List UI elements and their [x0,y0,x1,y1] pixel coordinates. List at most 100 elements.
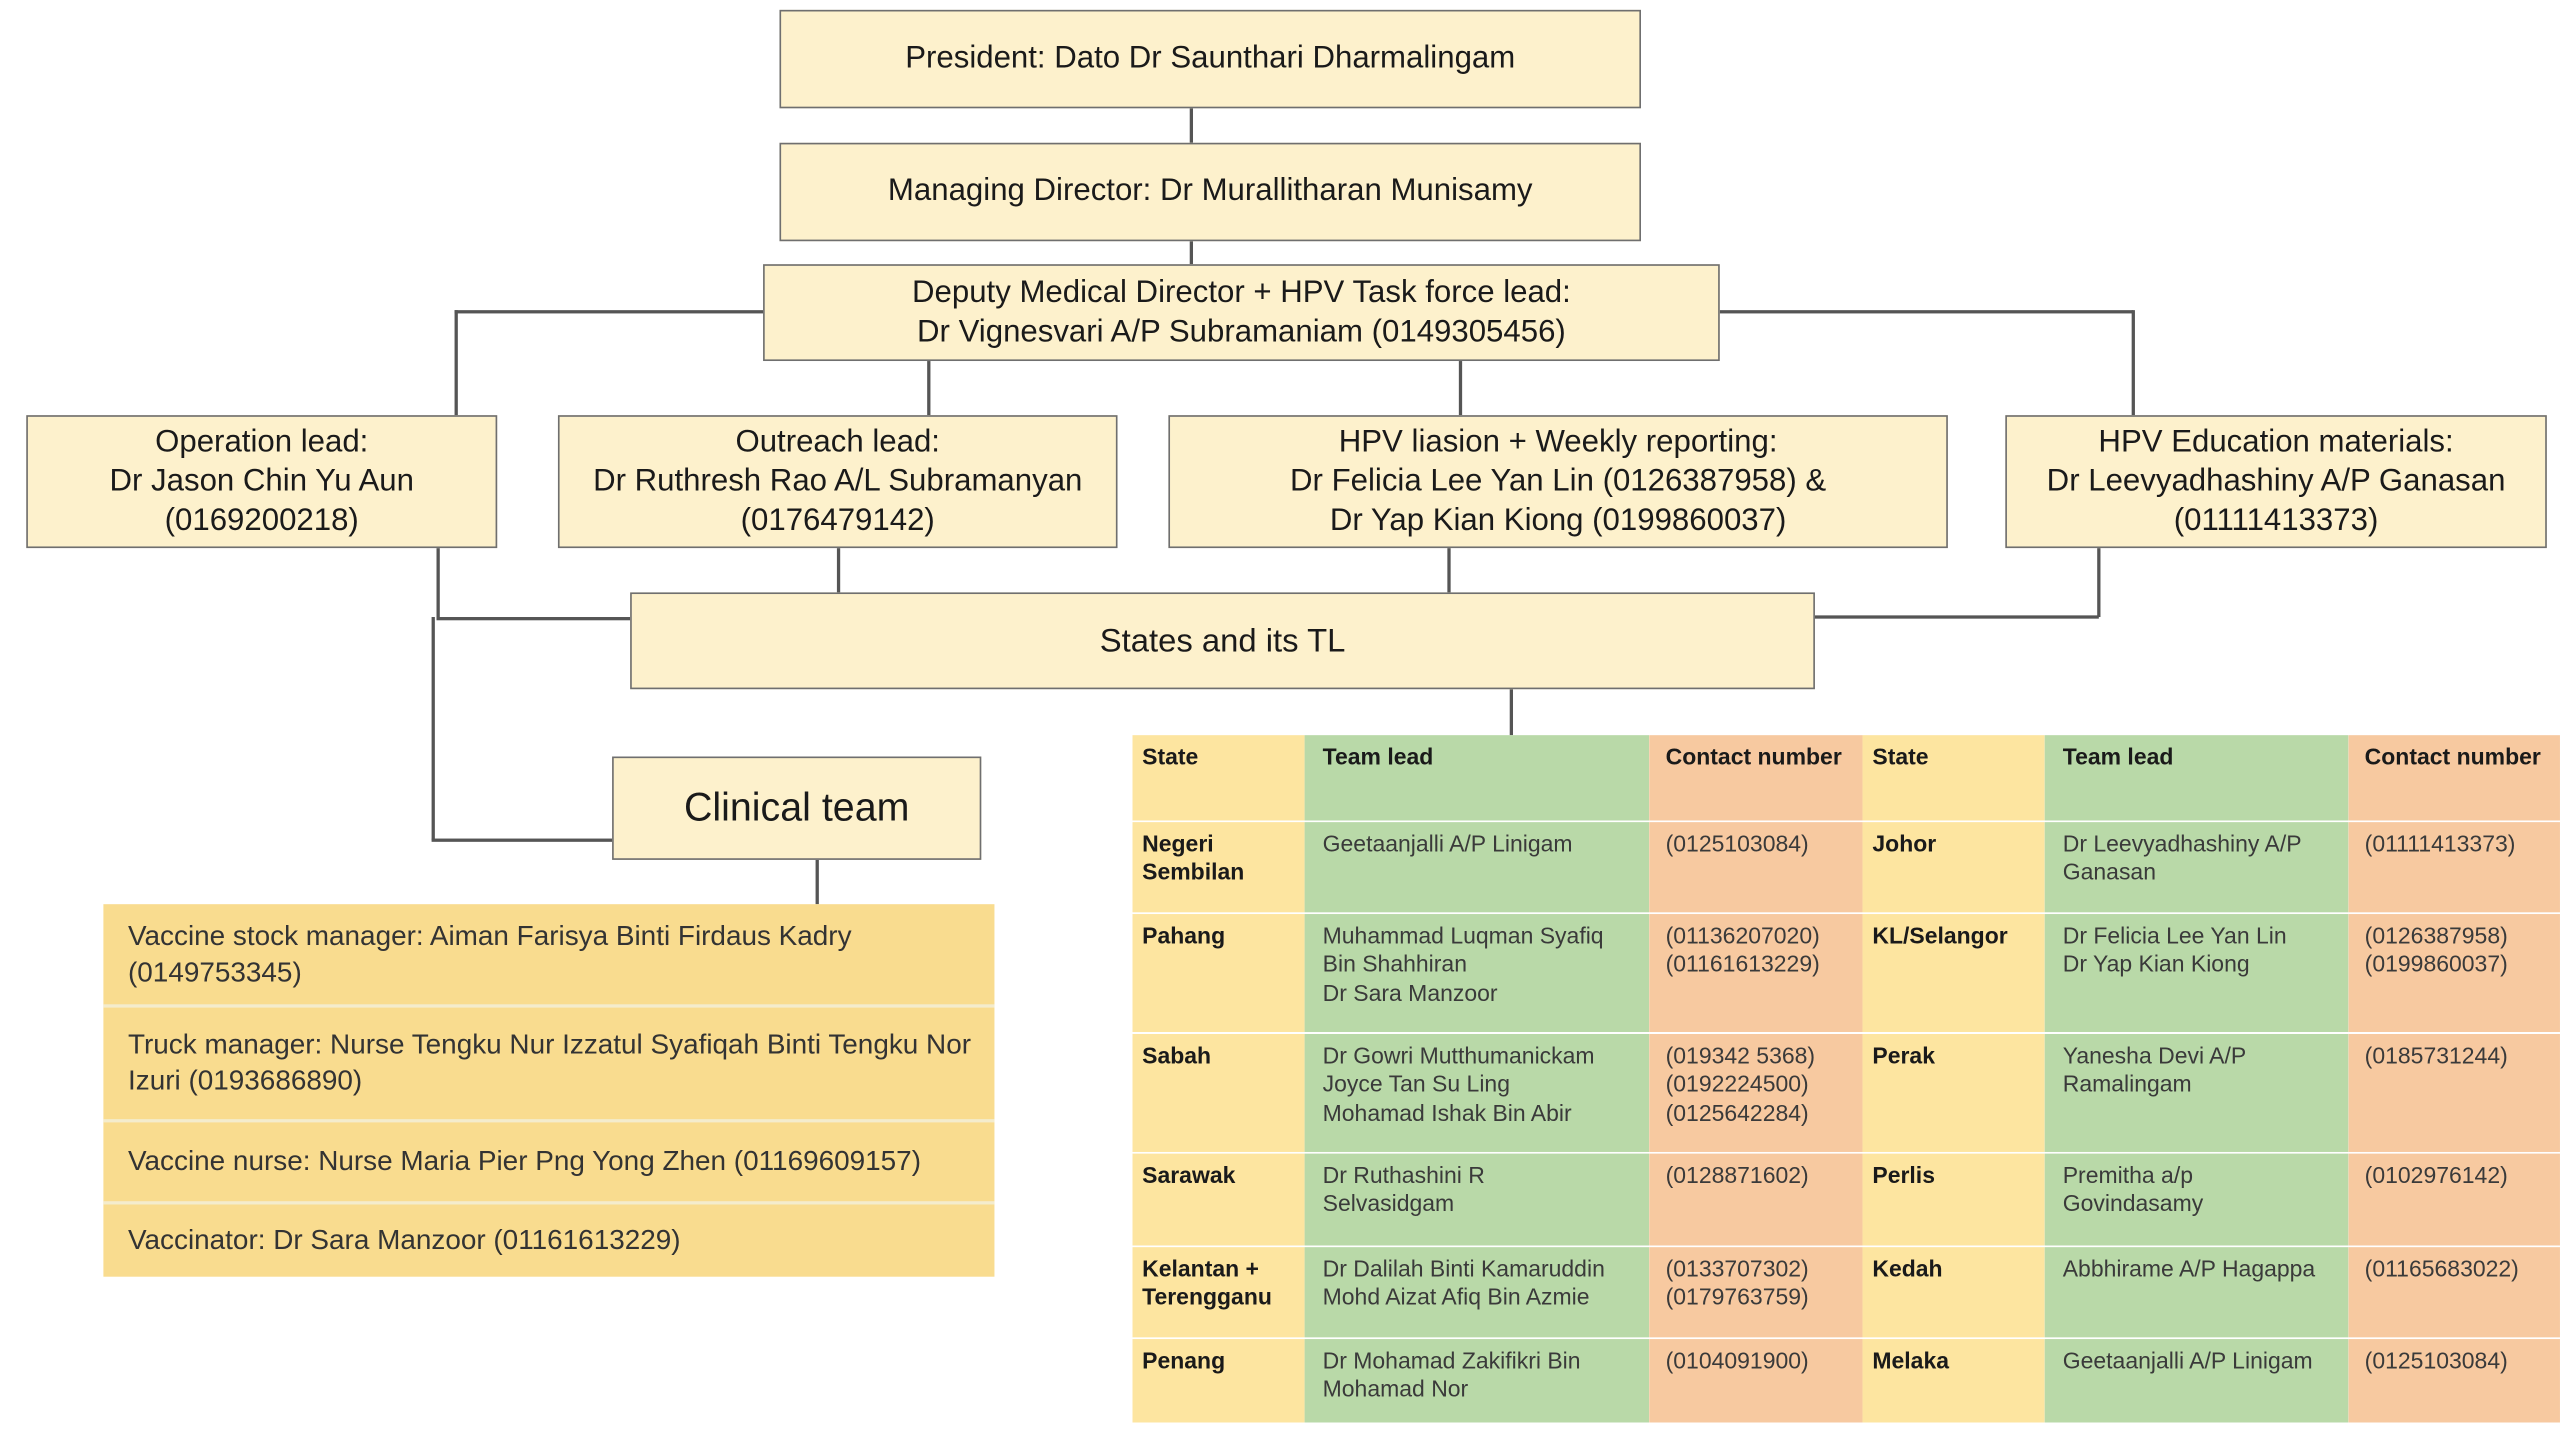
liaison-role-label: HPV liasion + Weekly reporting: [1338,424,1778,459]
clinical-team-item: Vaccine stock manager: Aiman Farisya Bin… [103,904,995,1008]
contact-number: (0104091900) [1665,1346,1809,1373]
states-label: States and its TL [1099,622,1346,659]
state-cell: Negeri Sembilan [1132,820,1305,914]
contact-cell: (01165683022) [2348,1245,2560,1339]
header-team-lead: Team lead [1304,735,1650,822]
state-cell: KL/Selangor [1862,912,2045,1034]
contact-number: (01111413373) [2364,829,2516,856]
team-lead-name: Dr Leevyadhashiny A/P [2062,829,2302,856]
connector-to-clinical [431,838,613,842]
team-lead-name: Ramalingam [2062,1069,2192,1097]
header-state: State [1132,735,1305,822]
team-lead-name: Dr Gowri Mutthumanickam [1322,1041,1595,1068]
outreach-role-label: Outreach lead: [735,424,940,459]
connector-education-down [2097,548,2100,618]
team-lead-name: Mohamad Ishak Bin Abir [1322,1098,1572,1125]
team-lead-name: Bin Shahhiran [1322,950,1467,977]
contact-number: (019342 5368) [1665,1041,1816,1068]
connector-to-operation [454,310,458,416]
managing-director-label: Managing Director: Dr Murallitharan Muni… [887,173,1533,209]
contact-number: (01165683022) [2364,1254,2519,1281]
contact-number: (0133707302) [1665,1254,1809,1281]
team-lead-name: Dr Dalilah Binti Kamaruddin [1322,1254,1605,1281]
team-lead-name: Premitha a/p [2062,1161,2193,1188]
contact-number: (0125103084) [2364,1346,2508,1373]
deputy-name-label: Dr Vignesvari A/P Subramaniam (014930545… [917,314,1566,349]
contact-cell: (0128871602) [1649,1151,1863,1247]
team-lead-cell: Abbhirame A/P Hagappa [2044,1245,2349,1339]
team-lead-name: Dr Sara Manzoor [1322,978,1498,1006]
connector-president-md [1189,108,1193,143]
state-team-lead-table: State Team lead Contact number State Tea… [1132,735,2560,1424]
connector-to-education [2131,310,2135,416]
contact-number: (0199860037) [2364,950,2508,977]
contact-cell: (01111413373) [2348,820,2560,914]
team-lead-name: Dr Yap Kian Kiong [2062,950,2250,977]
connector-to-liaison [1458,361,1462,416]
team-lead-name: Govindasamy [2062,1189,2204,1216]
contact-cell: (0125103084) [1649,820,1863,914]
connector-operation-to-clinical [431,617,435,841]
clinical-team-node: Clinical team [612,756,982,860]
connector-operation-down [436,548,439,618]
connector-to-states-left [436,617,631,620]
team-lead-name: Abbhirame A/P Hagappa [2062,1254,2316,1281]
contact-cell: (019342 5368)(0192224500)(0125642284) [1649,1032,1863,1153]
liaison-name-label-2: Dr Yap Kian Kiong (0199860037) [1329,502,1787,538]
clinical-team-label: Clinical team [683,785,910,830]
state-cell: Sabah [1132,1032,1305,1153]
state-cell: Pahang [1132,912,1305,1034]
team-lead-name: Muhammad Luqman Syafiq [1322,921,1604,948]
contact-cell: (0104091900) [1649,1337,1863,1424]
header-state: State [1862,735,2045,822]
hpv-liaison-node: HPV liasion + Weekly reporting: Dr Felic… [1168,415,1948,549]
connector-outreach-states [836,548,840,593]
clinical-team-list: Vaccine stock manager: Aiman Farisya Bin… [103,904,995,1277]
team-lead-name: Mohd Aizat Afiq Bin Azmie [1322,1283,1590,1310]
outreach-phone-label: (0176479142) [740,502,935,538]
state-cell: Kedah [1862,1245,2045,1339]
header-team-lead: Team lead [2044,735,2349,822]
team-lead-name: Joyce Tan Su Ling [1322,1069,1510,1097]
state-cell: Perlis [1862,1151,2045,1247]
clinical-team-item: Vaccine nurse: Nurse Maria Pier Png Yong… [103,1122,995,1205]
contact-cell: (0126387958)(0199860037) [2348,912,2560,1034]
contact-number: (0126387958) [2364,921,2508,948]
liaison-name-label-1: Dr Felicia Lee Yan Lin (0126387958) & [1290,463,1827,499]
education-phone-label: (01111413373) [2173,502,2379,538]
connector-to-states-right [1814,615,2099,618]
managing-director-node: Managing Director: Dr Murallitharan Muni… [779,142,1641,242]
contact-cell: (0133707302)(0179763759) [1649,1245,1863,1339]
outreach-name-label: Dr Ruthresh Rao A/L Subramanyan [593,463,1083,499]
contact-number: (01161613229) [1665,950,1820,977]
connector-to-outreach [927,361,930,416]
operation-role-label: Operation lead: [155,424,369,459]
team-lead-name: Dr Felicia Lee Yan Lin [2062,921,2287,948]
deputy-director-node: Deputy Medical Director + HPV Task force… [763,264,1720,362]
outreach-lead-node: Outreach lead: Dr Ruthresh Rao A/L Subra… [557,415,1118,549]
contact-cell: (0185731244) [2348,1032,2560,1153]
contact-number: (0125642284) [1665,1098,1809,1125]
hpv-education-node: HPV Education materials: Dr Leevyadhashi… [2005,415,2547,549]
president-label: President: Dato Dr Saunthari Dharmalinga… [905,41,1516,76]
operation-name-label: Dr Jason Chin Yu Aun [109,463,414,499]
clinical-team-item: Vaccinator: Dr Sara Manzoor (01161613229… [103,1204,995,1277]
contact-number: (0125103084) [1665,829,1809,856]
contact-cell: (0102976142) [2348,1151,2560,1247]
state-cell: Melaka [1862,1337,2045,1424]
state-cell: Sarawak [1132,1151,1305,1247]
team-lead-name: Yanesha Devi A/P [2062,1041,2247,1068]
team-lead-name: Dr Mohamad Zakifikri Bin [1322,1346,1581,1373]
